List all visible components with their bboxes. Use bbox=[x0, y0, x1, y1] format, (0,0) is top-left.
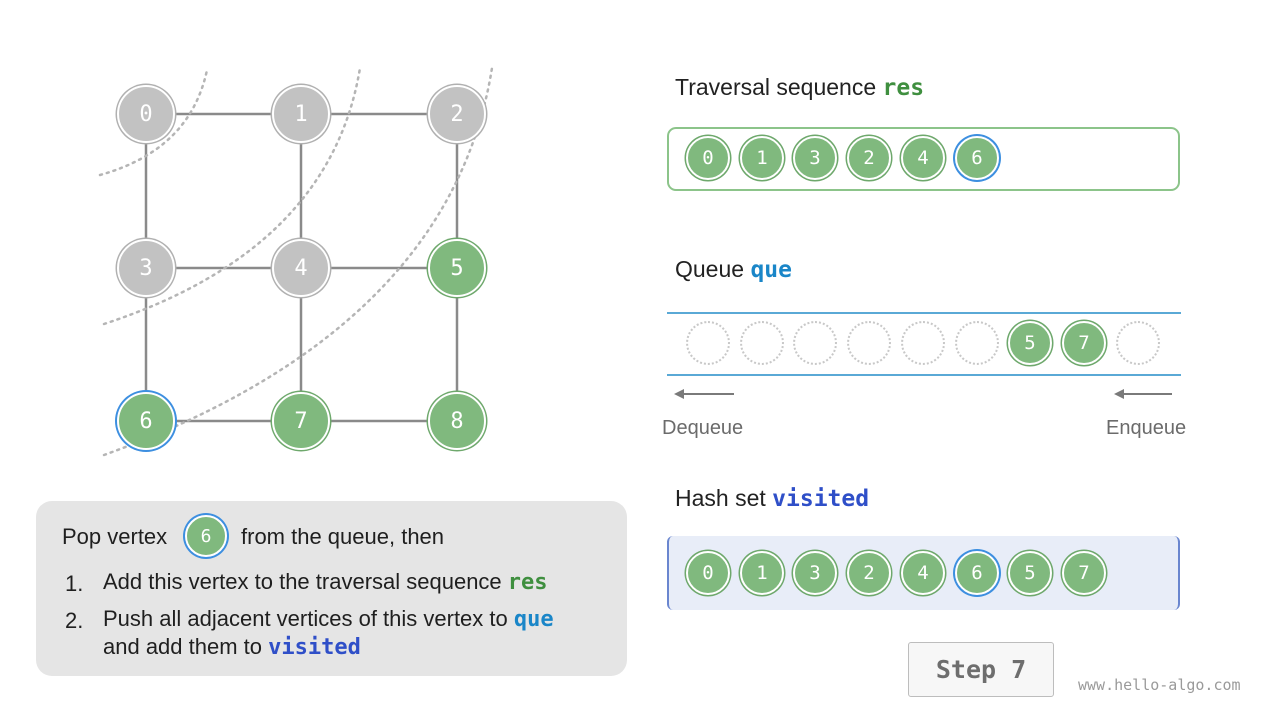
visited-item-4: 4 bbox=[901, 551, 945, 595]
res-title: Traversal sequence res bbox=[675, 74, 924, 101]
queue-title: Queue que bbox=[675, 256, 792, 283]
step2-text2: and add them to bbox=[103, 634, 269, 659]
step1-code: res bbox=[507, 570, 548, 595]
step2-code: que bbox=[513, 607, 554, 632]
graph-vertex-8: 8 bbox=[428, 392, 486, 450]
graph-vertex-1: 1 bbox=[272, 85, 330, 143]
res-container bbox=[667, 127, 1180, 191]
queue-slot-6: 5 bbox=[1008, 321, 1052, 365]
step2-text: Push all adjacent vertices of this verte… bbox=[103, 606, 514, 631]
graph-vertex-3: 3 bbox=[117, 239, 175, 297]
step2-line2: and add them to visited bbox=[103, 634, 361, 660]
res-item-2: 3 bbox=[793, 136, 837, 180]
visited-item-6: 5 bbox=[1008, 551, 1052, 595]
visited-item-7: 7 bbox=[1062, 551, 1106, 595]
graph-vertex-7: 7 bbox=[272, 392, 330, 450]
res-title-text: Traversal sequence bbox=[675, 74, 883, 100]
queue-bottom-line bbox=[667, 374, 1181, 376]
visited-item-1: 1 bbox=[740, 551, 784, 595]
res-title-code: res bbox=[882, 75, 925, 101]
res-item-3: 2 bbox=[847, 136, 891, 180]
queue-slot-4 bbox=[901, 321, 945, 365]
visited-item-0: 0 bbox=[686, 551, 730, 595]
visited-item-2: 3 bbox=[793, 551, 837, 595]
visited-title-code: visited bbox=[772, 486, 870, 512]
res-item-0: 0 bbox=[686, 136, 730, 180]
step2-code2: visited bbox=[268, 635, 361, 660]
step1-line: Add this vertex to the traversal sequenc… bbox=[103, 569, 548, 595]
graph-vertex-4: 4 bbox=[272, 239, 330, 297]
queue-slot-3 bbox=[847, 321, 891, 365]
queue-slot-7: 7 bbox=[1062, 321, 1106, 365]
dequeue-label: Dequeue bbox=[662, 417, 744, 439]
dequeue-arrow-icon bbox=[674, 389, 734, 399]
graph-vertex-2: 2 bbox=[428, 85, 486, 143]
queue-top-line bbox=[667, 312, 1181, 314]
step-button[interactable]: Step 7 bbox=[908, 642, 1054, 697]
queue-slot-5 bbox=[955, 321, 999, 365]
graph-vertex-6: 6 bbox=[117, 392, 175, 450]
queue-slot-0 bbox=[686, 321, 730, 365]
explanation-intro-suffix: from the queue, then bbox=[241, 524, 445, 549]
visited-item-5: 6 bbox=[955, 551, 999, 595]
explanation-vertex-badge: 6 bbox=[185, 515, 227, 557]
step1-number: 1. bbox=[65, 571, 84, 596]
res-item-1: 1 bbox=[740, 136, 784, 180]
queue-title-text: Queue bbox=[675, 256, 751, 282]
explanation-box bbox=[36, 501, 627, 676]
graph-vertex-5: 5 bbox=[428, 239, 486, 297]
enqueue-label: Enqueue bbox=[1106, 417, 1187, 439]
graph-vertex-0: 0 bbox=[117, 85, 175, 143]
step2-line1: Push all adjacent vertices of this verte… bbox=[103, 606, 554, 632]
queue-title-code: que bbox=[750, 257, 792, 283]
visited-item-3: 2 bbox=[847, 551, 891, 595]
res-item-4: 4 bbox=[901, 136, 945, 180]
enqueue-arrow-icon bbox=[1114, 389, 1172, 399]
queue-slot-2 bbox=[793, 321, 837, 365]
queue-slot-8 bbox=[1116, 321, 1160, 365]
res-item-5: 6 bbox=[955, 136, 999, 180]
step2-number: 2. bbox=[65, 608, 84, 633]
explanation-intro-prefix: Pop vertex bbox=[62, 524, 168, 549]
visited-title: Hash set visited bbox=[675, 485, 869, 512]
watermark: www.hello-algo.com bbox=[1078, 676, 1241, 694]
visited-title-text: Hash set bbox=[675, 485, 773, 511]
step1-text: Add this vertex to the traversal sequenc… bbox=[103, 569, 508, 594]
queue-slot-1 bbox=[740, 321, 784, 365]
